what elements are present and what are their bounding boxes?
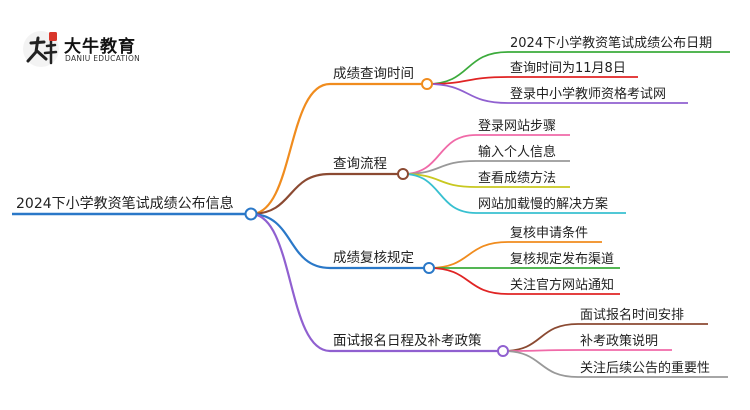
leaf-label-3-3: 关注官方网站通知 [510,277,614,293]
leaf-label-3-2: 复核规定发布渠道 [510,251,614,267]
leaf-link-1-2 [426,76,509,85]
leaf-label-3-1: 复核申请条件 [510,225,588,241]
branch-link-1 [250,82,331,216]
leaf-label-4-2: 补考政策说明 [580,333,658,349]
leaf-link-2-1 [402,134,477,175]
brand-logo: 大牛教育 DANIU EDUCATION [22,30,152,70]
leaf-label-1-2: 查询时间为11月8日 [510,61,626,76]
leaf-label-1-1: 2024下小学教资笔试成绩公布日期 [510,35,712,51]
branch-label-2: 查询流程 [333,156,387,172]
branch-link-2 [250,172,331,216]
leaf-link-3-3 [428,267,509,295]
leaf-link-3-1 [428,241,509,269]
root-label: 2024下小学教资笔试成绩公布信息 [16,195,234,212]
mindmap-labels: 2024下小学教资笔试成绩公布信息 成绩查询时间 2024下小学教资笔试成绩公布日期… [16,35,712,376]
leaf-link-2-4 [402,173,477,214]
mindmap-node-markers [244,78,509,357]
branch-link-4 [250,212,331,353]
leaf-label-4-1: 面试报名时间安排 [580,307,684,323]
branch-node-2 [397,168,409,180]
branch-label-4: 面试报名日程及补考政策 [333,332,482,349]
branch-node-3 [423,262,435,274]
leaf-link-4-3 [502,350,579,378]
mindmap-links [12,51,730,378]
leaf-link-1-3 [426,83,509,104]
branch-label-3: 成绩复核规定 [333,249,414,266]
leaf-link-4-2 [502,349,579,352]
daniu-logo-icon [23,31,59,67]
logo-name-cn: 大牛教育 [64,37,136,57]
leaf-label-1-3: 登录中小学教师资格考试网 [510,86,666,102]
leaf-label-2-1: 登录网站步骤 [478,119,556,134]
logo-name-en: DANIU EDUCATION [65,54,141,63]
leaf-label-4-3: 关注后续公告的重要性 [580,360,710,376]
leaf-label-2-4: 网站加载慢的解决方案 [478,196,608,212]
branch-node-1 [421,78,433,90]
branch-link-3 [250,212,331,270]
root-node [244,207,258,221]
leaf-link-4-1 [502,323,579,352]
leaf-label-2-2: 输入个人信息 [478,144,556,160]
branch-node-4 [497,345,509,357]
leaf-label-2-3: 查看成绩方法 [478,170,556,186]
leaf-link-1-1 [426,51,509,85]
branch-label-1: 成绩查询时间 [333,66,414,82]
